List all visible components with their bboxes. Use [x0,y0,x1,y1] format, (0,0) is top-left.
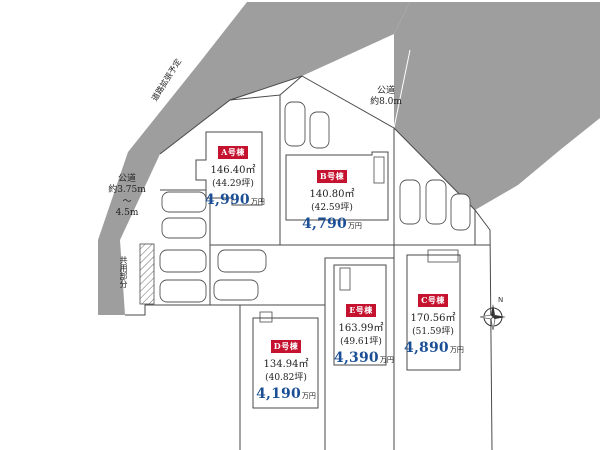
car [161,191,207,213]
lot-price: 4,890万円 [404,337,464,356]
lot-area: 163.99㎡ [338,323,384,334]
price-unit: 万円 [379,356,394,364]
car [284,101,306,147]
car [159,279,207,303]
car [217,249,267,273]
lot-area: 170.56㎡ [410,313,456,324]
road-label-line: 約3.75m [108,185,146,196]
compass-icon-svg [479,304,506,331]
road-label-line: 公道 [376,86,395,96]
price-unit: 万円 [250,198,265,206]
lot-card-d[interactable]: D号棟 134.94㎡ (40.82坪) 4,190万円 [256,334,316,402]
lot-badge: B号棟 [316,170,348,183]
price-unit: 万円 [347,222,362,230]
public-road-left [98,2,410,315]
lot-tsubo: (44.29坪) [212,179,254,189]
lot-price: 4,390万円 [334,347,394,366]
road-label-line: 約8.0m [370,97,402,108]
shared-area-hatch [139,243,155,305]
lot-card-b[interactable]: B号棟 140.80㎡ (42.59坪) 4,790万円 [290,164,374,232]
car [450,193,471,231]
lot-badge: A号棟 [218,146,248,159]
price-value: 4,190 [256,386,301,402]
building-d [252,317,319,409]
compass-icon: N [478,296,508,332]
road-label-line: 公道 [117,174,136,184]
lot-lines [160,75,490,450]
lot-tsubo: (40.82坪) [265,373,307,383]
lot-price: 4,990万円 [205,189,265,208]
lot-card-e[interactable]: E号棟 163.99㎡ (49.61坪) 4,390万円 [334,298,394,366]
car [161,217,207,239]
car [213,279,259,301]
lot-badge: C号棟 [418,294,448,307]
price-value: 4,990 [205,192,250,208]
building-details [259,156,459,323]
lot-area: 140.80㎡ [309,189,355,200]
lot-tsubo: (51.59坪) [412,327,454,337]
price-unit: 万円 [449,346,464,354]
lot-tsubo: (49.61坪) [340,337,382,347]
parking-cars [159,101,471,303]
building-b [285,151,389,221]
road-label-left: 公道 約3.75m 〜 4.5m [104,174,150,219]
lot-price: 4,190万円 [256,383,316,402]
price-unit: 万円 [301,392,316,400]
road-label-upper-right: 公道 約8.0m [366,86,406,109]
site-boundary [125,304,241,450]
public-road-upper-right [394,2,600,210]
road-divider [393,49,411,129]
car [159,249,207,273]
price-value: 4,390 [334,350,379,366]
building-c [406,254,461,371]
shared-area-label: 共用部分 [119,256,128,288]
lot-card-a[interactable]: A号棟 146.40㎡ (44.29坪) 4,990万円 [205,140,265,208]
lot-badge: D号棟 [270,340,302,353]
lot-card-c[interactable]: C号棟 170.56㎡ (51.59坪) 4,890万円 [404,288,464,356]
car [399,179,421,225]
compass-north-label: N [498,296,504,304]
lot-area: 146.40㎡ [210,165,256,176]
road-label-line: 4.5m [115,207,139,218]
price-value: 4,790 [302,216,347,232]
lot-tsubo: (42.59坪) [311,203,353,213]
road-label-line: 〜 [122,196,132,207]
lot-badge: E号棟 [346,304,376,317]
car [309,111,330,149]
price-value: 4,890 [404,340,449,356]
car [425,179,447,225]
lot-area: 134.94㎡ [263,359,309,370]
lot-price: 4,790万円 [290,213,374,232]
